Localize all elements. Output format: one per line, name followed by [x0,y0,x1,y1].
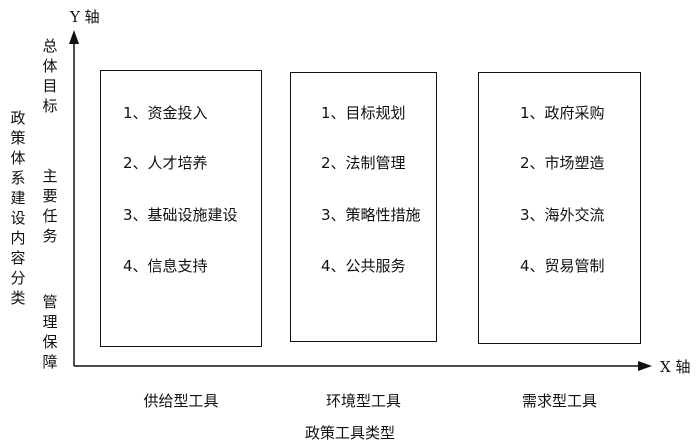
y-level-management-support: 管理保障 [42,293,58,371]
list-item: 2、市场塑造 [520,154,605,172]
list-item: 4、信息支持 [123,257,208,275]
y-axis-arrow [69,30,79,44]
demand-tools-box: 1、政府采购 2、市场塑造 3、海外交流 4、贸易管制 [478,72,641,344]
list-item: 4、公共服务 [321,257,406,275]
supply-tools-box: 1、资金投入 2、人才培养 3、基础设施建设 4、信息支持 [100,70,262,347]
y-level-overall-goal: 总体目标 [42,37,58,115]
environment-tools-box: 1、目标规划 2、法制管理 3、策略性措施 4、公共服务 [290,72,437,342]
list-item: 1、资金投入 [123,104,208,122]
list-item: 3、策略性措施 [321,206,421,224]
list-item: 2、人才培养 [123,154,208,172]
list-item: 2、法制管理 [321,154,406,172]
y-level-main-tasks: 主要任务 [42,167,58,245]
x-axis-title: 政策工具类型 [304,424,395,442]
list-item: 1、目标规划 [321,104,406,122]
y-axis-label: Y 轴 [70,8,100,26]
x-axis-label: X 轴 [660,358,691,376]
category-label-demand: 需求型工具 [521,392,597,410]
y-axis-title: 政策体系建设内容分类 [10,109,26,307]
x-axis-arrow [638,361,652,371]
category-label-environment: 环境型工具 [325,392,401,410]
list-item: 3、海外交流 [520,206,605,224]
list-item: 3、基础设施建设 [123,206,238,224]
category-label-supply: 供给型工具 [143,392,219,410]
list-item: 4、贸易管制 [520,257,605,275]
list-item: 1、政府采购 [520,104,605,122]
